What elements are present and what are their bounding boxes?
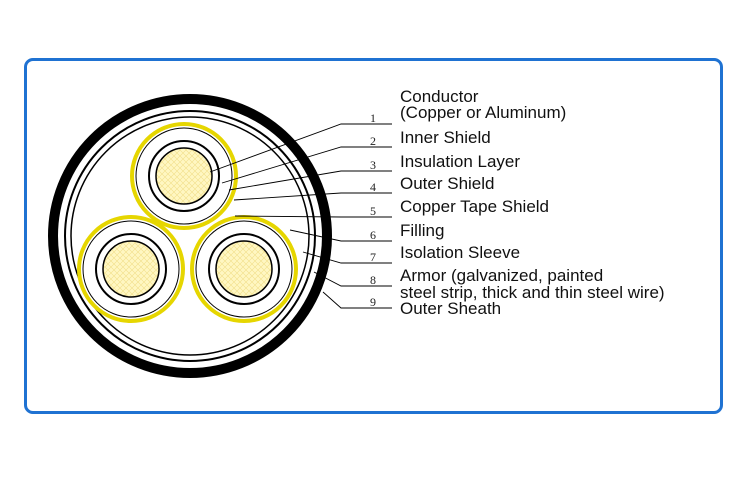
core-bottom-right — [190, 215, 298, 323]
label-armor: Armor (galvanized, painted — [400, 266, 604, 285]
leader-line-5 — [234, 215, 392, 218]
label-isolation-sleeve: Isolation Sleeve — [400, 243, 521, 262]
callout-number-9: 9 — [370, 295, 376, 309]
label-copper-tape-shield: Copper Tape Shield — [400, 197, 550, 216]
label-armor-detail: steel strip, thick and thin steel wire) — [400, 283, 665, 302]
leader-line-6 — [289, 229, 392, 242]
label-filling: Filling — [400, 221, 445, 240]
callout-number-3: 3 — [370, 158, 376, 172]
callout-number-4: 4 — [370, 180, 376, 194]
isolation-sleeve-ring — [70, 116, 310, 356]
leader-line-4 — [233, 192, 392, 201]
leader-line-8 — [313, 271, 392, 287]
callout-number-8: 8 — [370, 273, 376, 287]
label-insulation-layer: Insulation Layer — [400, 152, 521, 171]
label-outer-sheath: Outer Sheath — [400, 299, 502, 318]
label-inner-shield: Inner Shield — [400, 128, 491, 147]
callout-number-5: 5 — [370, 204, 376, 218]
callout-number-2: 2 — [370, 134, 376, 148]
core-bottom-left — [77, 215, 185, 323]
callout-number-1: 1 — [370, 111, 376, 125]
label-outer-shield: Outer Shield — [400, 174, 495, 193]
leader-line-2 — [221, 146, 392, 184]
callout-number-6: 6 — [370, 228, 376, 242]
label-conductor: Conductor — [400, 87, 479, 106]
leader-line-1 — [209, 123, 392, 173]
core-top — [130, 122, 238, 230]
leader-line-7 — [302, 251, 392, 264]
label-conductor-material: (Copper or Aluminum) — [400, 103, 567, 122]
leader-line-9 — [322, 291, 392, 309]
callout-number-7: 7 — [370, 250, 376, 264]
leader-line-3 — [228, 170, 392, 191]
armor-ring — [64, 110, 316, 362]
